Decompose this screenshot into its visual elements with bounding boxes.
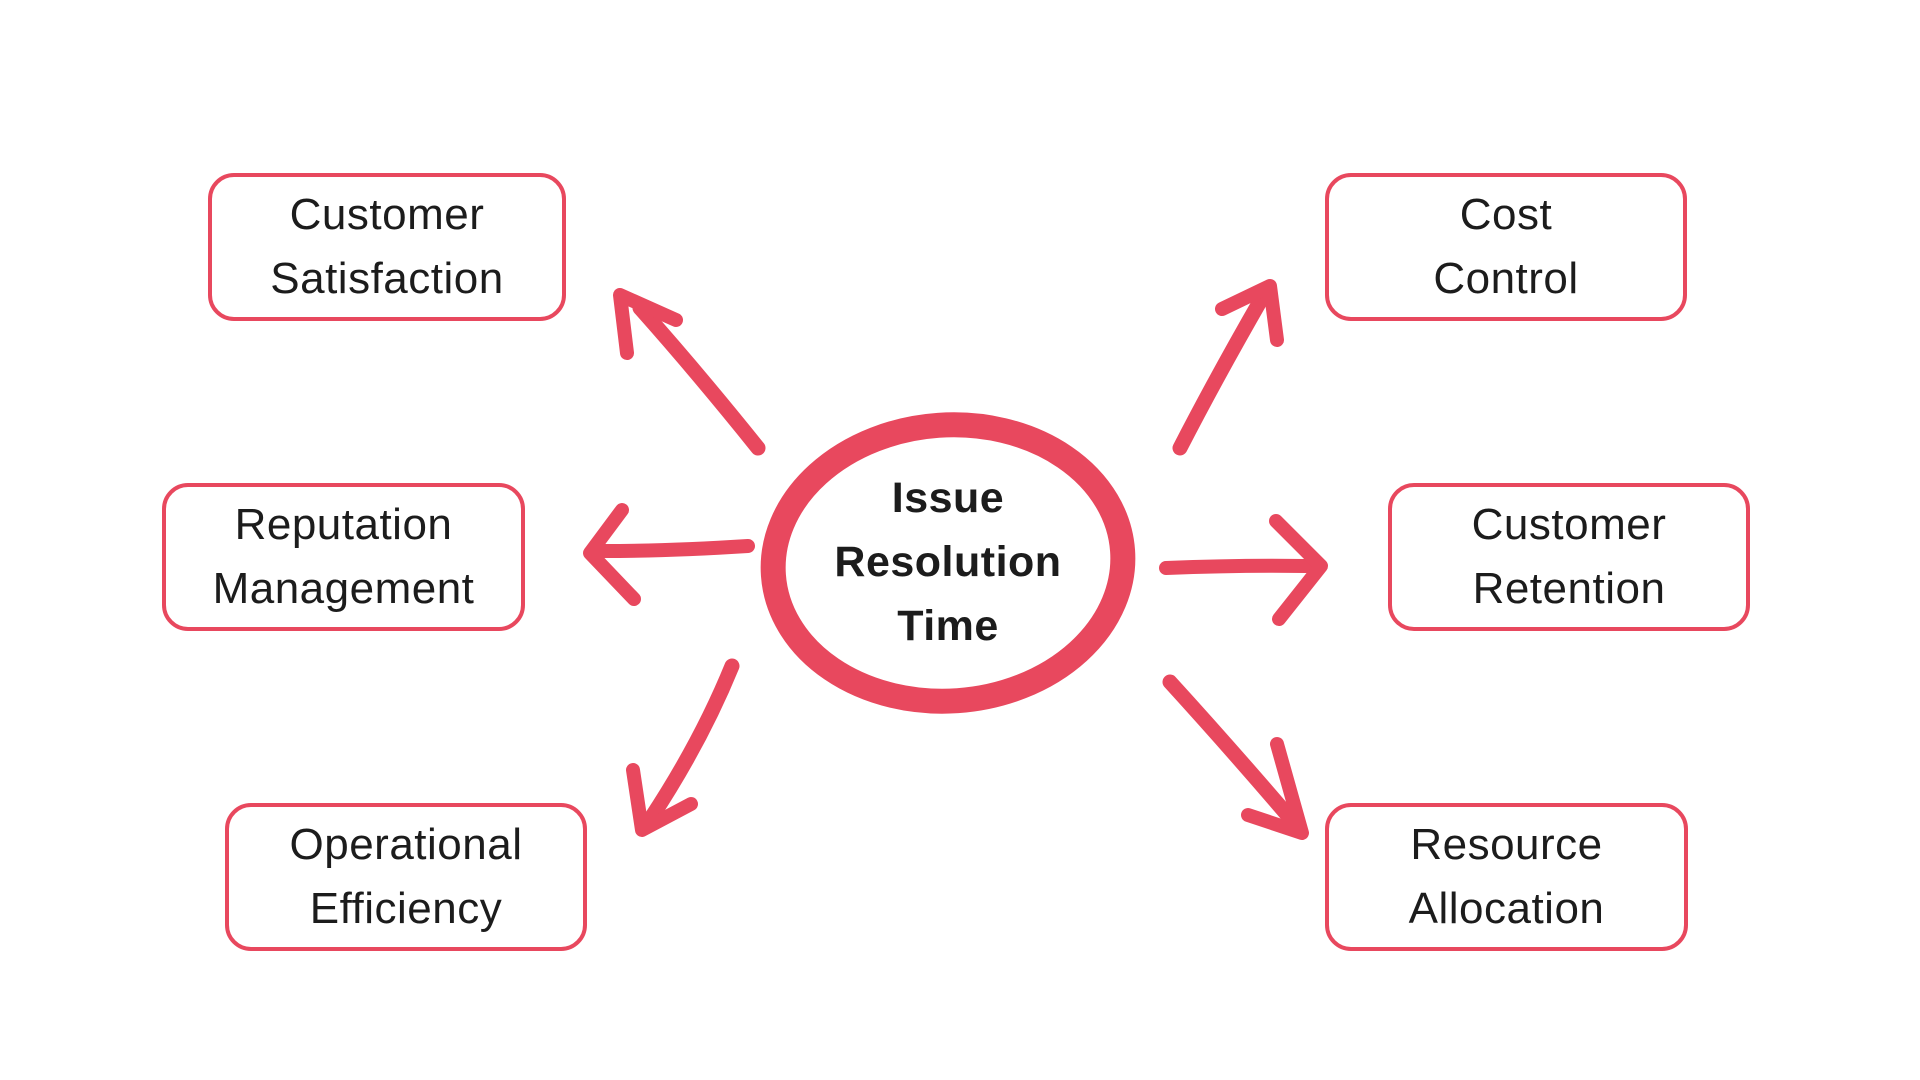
center-label-line: Resolution: [834, 538, 1062, 586]
node-label-line: Allocation: [1408, 884, 1605, 933]
arrow-to-operational-efficiency: [626, 658, 740, 837]
node-label-line: Control: [1433, 254, 1579, 303]
node-label-line: Customer: [289, 190, 485, 239]
center-node-label: Issue Resolution Time: [768, 466, 1128, 658]
node-label-line: Management: [212, 564, 475, 613]
node-label-line: Resource: [1410, 820, 1603, 869]
arrow-to-reputation-management: [583, 503, 755, 606]
center-label-line: Time: [897, 602, 999, 650]
node-label-line: Satisfaction: [270, 254, 504, 303]
arrow-to-cost-control: [1172, 279, 1284, 456]
center-label-line: Issue: [891, 474, 1005, 522]
node-label-line: Operational: [289, 820, 523, 869]
node-label-line: Efficiency: [309, 884, 503, 933]
node-operational-efficiency: Operational Efficiency: [225, 803, 587, 951]
node-reputation-management: Reputation Management: [162, 483, 525, 631]
node-cost-control: Cost Control: [1325, 173, 1687, 321]
node-customer-retention: Customer Retention: [1388, 483, 1750, 631]
arrow-to-customer-satisfaction: [613, 288, 766, 456]
node-label-line: Customer: [1471, 500, 1667, 549]
arrow-to-resource-allocation: [1162, 674, 1309, 840]
node-label-line: Reputation: [234, 500, 453, 549]
node-customer-satisfaction: Customer Satisfaction: [208, 173, 566, 321]
center-circle: [760, 412, 1136, 714]
node-label-line: Cost: [1459, 190, 1553, 239]
node-resource-allocation: Resource Allocation: [1325, 803, 1688, 951]
arrow-to-customer-retention: [1159, 514, 1328, 626]
node-label-line: Retention: [1472, 564, 1666, 613]
